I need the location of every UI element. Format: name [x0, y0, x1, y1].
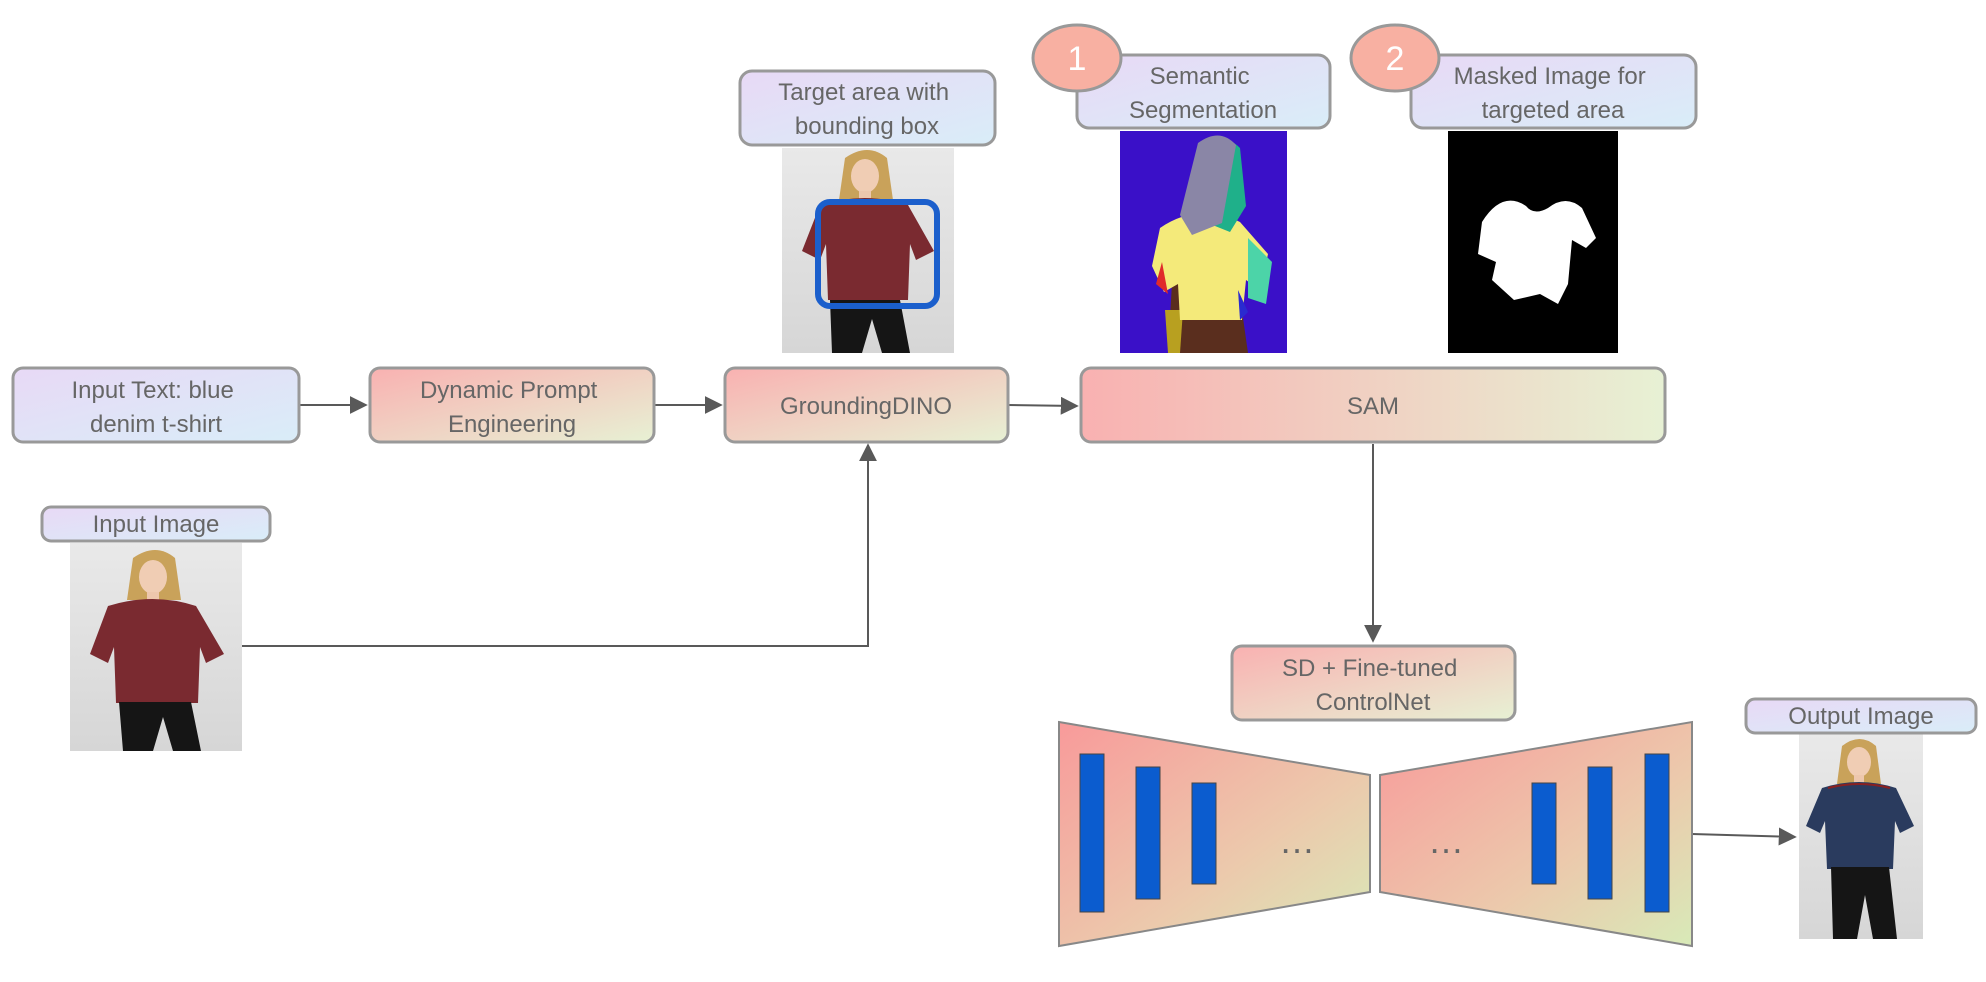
- encoder: …: [1058, 720, 1371, 948]
- output-image-label: Output Image: [1744, 697, 1978, 735]
- segmentation-image: [1120, 131, 1287, 353]
- svg-text:Masked Image for targete: Masked Image for targeted area: [1454, 63, 1653, 124]
- sd-controlnet-box: SD + Fine-tuned ControlNet: [1230, 644, 1517, 722]
- person-figure: [90, 550, 224, 751]
- arrow-dino-to-sam: [1007, 396, 1079, 415]
- connectors: [242, 396, 1797, 846]
- step-two-badge: 2: [1349, 23, 1441, 93]
- target-area-image: [782, 148, 954, 353]
- encoder-block: [1191, 782, 1217, 885]
- input-image: [70, 543, 242, 751]
- target-area-label: Target area with bounding box: [738, 69, 997, 147]
- decoder-block: [1587, 766, 1613, 900]
- bounding-box: [815, 199, 940, 309]
- semantic-segmentation-line1: Semantic: [1150, 63, 1250, 90]
- input-text-line2: denim t-shirt: [90, 411, 222, 438]
- arrow-image-to-dino: [242, 443, 877, 647]
- step-two-number: 2: [1386, 40, 1405, 78]
- sam-box: SAM: [1079, 366, 1667, 444]
- svg-text:Target area with boundin: Target area with bounding box: [778, 79, 955, 140]
- dynamic-prompt-box: Dynamic Prompt Engineering: [368, 366, 656, 444]
- dynamic-prompt-line2: Engineering: [448, 411, 576, 438]
- svg-text:SD + Fine-tuned ControlN: SD + Fine-tuned ControlNet: [1282, 655, 1464, 716]
- arrow-network-to-output: [1691, 827, 1797, 846]
- target-area-line1: Target area with: [778, 79, 949, 106]
- sd-controlnet-line1: SD + Fine-tuned: [1282, 655, 1457, 682]
- encoder-block: [1135, 766, 1161, 900]
- encoder-block: [1079, 753, 1105, 913]
- grounding-dino-label: GroundingDINO: [780, 393, 952, 420]
- svg-text:Semantic Segmentation: Semantic Segmentation: [1129, 63, 1277, 124]
- decoder-ellipsis: …: [1428, 820, 1464, 861]
- grounding-dino-box: GroundingDINO: [723, 366, 1010, 444]
- target-area-line2: bounding box: [795, 113, 939, 140]
- masked-image: [1448, 131, 1618, 353]
- input-text-line1: Input Text: blue: [71, 377, 233, 404]
- person-figure: [802, 150, 934, 353]
- step-one-number: 1: [1068, 40, 1087, 78]
- decoder: …: [1379, 720, 1693, 948]
- decoder-block: [1644, 753, 1670, 913]
- person-figure: [1806, 739, 1914, 939]
- output-image-label-text: Output Image: [1788, 703, 1933, 730]
- svg-text:Input Text: blue denim t: Input Text: blue denim t-shirt: [71, 377, 240, 438]
- masked-image-line2: targeted area: [1482, 97, 1625, 124]
- masked-image-line1: Masked Image for: [1454, 63, 1646, 90]
- step-one-badge: 1: [1031, 23, 1123, 93]
- input-image-label-text: Input Image: [93, 511, 220, 538]
- encoder-ellipsis: …: [1279, 820, 1315, 861]
- svg-text:Dynamic Prompt Engineeri: Dynamic Prompt Engineering: [420, 377, 604, 438]
- input-text-box: Input Text: blue denim t-shirt: [11, 366, 301, 444]
- input-image-label: Input Image: [40, 505, 272, 543]
- dynamic-prompt-line1: Dynamic Prompt: [420, 377, 598, 404]
- output-image: [1799, 734, 1923, 939]
- sam-label: SAM: [1347, 393, 1399, 420]
- decoder-block: [1531, 782, 1557, 885]
- sd-controlnet-line2: ControlNet: [1316, 689, 1431, 716]
- semantic-segmentation-line2: Segmentation: [1129, 97, 1277, 124]
- masked-image-label: Masked Image for targeted area: [1409, 53, 1698, 130]
- semantic-segmentation-label: Semantic Segmentation: [1075, 53, 1332, 130]
